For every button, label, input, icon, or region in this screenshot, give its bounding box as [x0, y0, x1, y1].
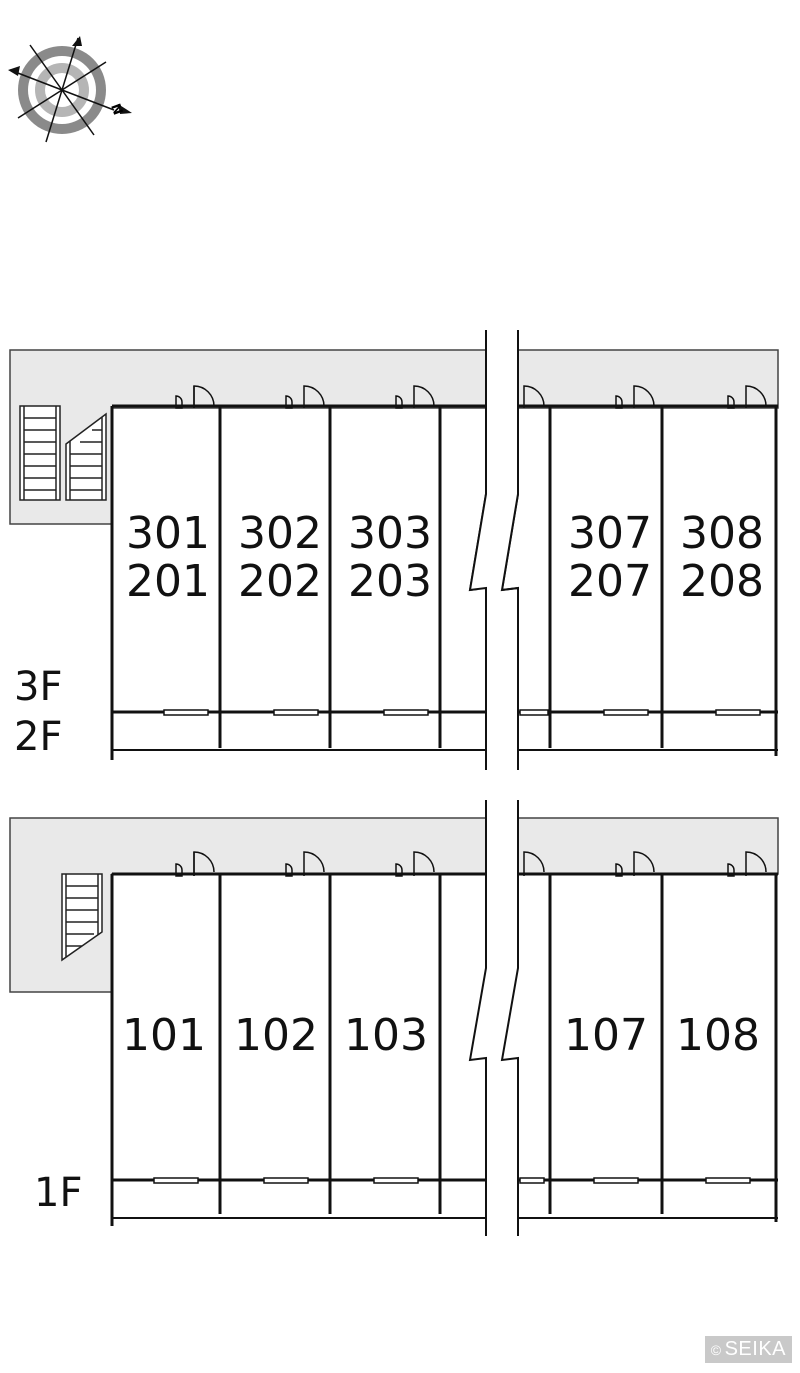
upper-break-mark [468, 330, 519, 770]
room-number: 101 [122, 1010, 206, 1061]
room-number: 201 [126, 556, 210, 607]
room-number: 107 [564, 1010, 648, 1061]
lower-staircase [61, 873, 103, 962]
lower-break-mark [468, 800, 519, 1236]
room-number: 102 [234, 1010, 318, 1061]
room-number: 103 [344, 1010, 428, 1061]
floor-label: 3F [14, 664, 62, 710]
copyright-badge: ©SEIKA [704, 1336, 792, 1363]
floor-label: 1F [34, 1170, 82, 1216]
room-number: 307 [568, 508, 652, 559]
compass-rose-icon: N [8, 36, 132, 143]
floor-label: 2F [14, 714, 62, 760]
room-number: 301 [126, 508, 210, 559]
copyright-text: SEIKA [724, 1338, 786, 1360]
upper-building-block: 301 201 302 202 303 203 307 207 308 208 … [9, 330, 779, 770]
north-letter: N [107, 102, 125, 117]
copyright-symbol: © [710, 1342, 722, 1358]
room-number: 203 [348, 556, 432, 607]
lower-building-block: 101 102 103 107 108 1F [9, 800, 779, 1236]
room-number: 302 [238, 508, 322, 559]
room-number: 207 [568, 556, 652, 607]
room-number: 202 [238, 556, 322, 607]
upper-staircase-left [19, 405, 61, 501]
room-number: 303 [348, 508, 432, 559]
upper-staircase-right [65, 412, 107, 501]
room-number: 208 [680, 556, 764, 607]
room-number: 108 [676, 1010, 760, 1061]
room-number: 308 [680, 508, 764, 559]
